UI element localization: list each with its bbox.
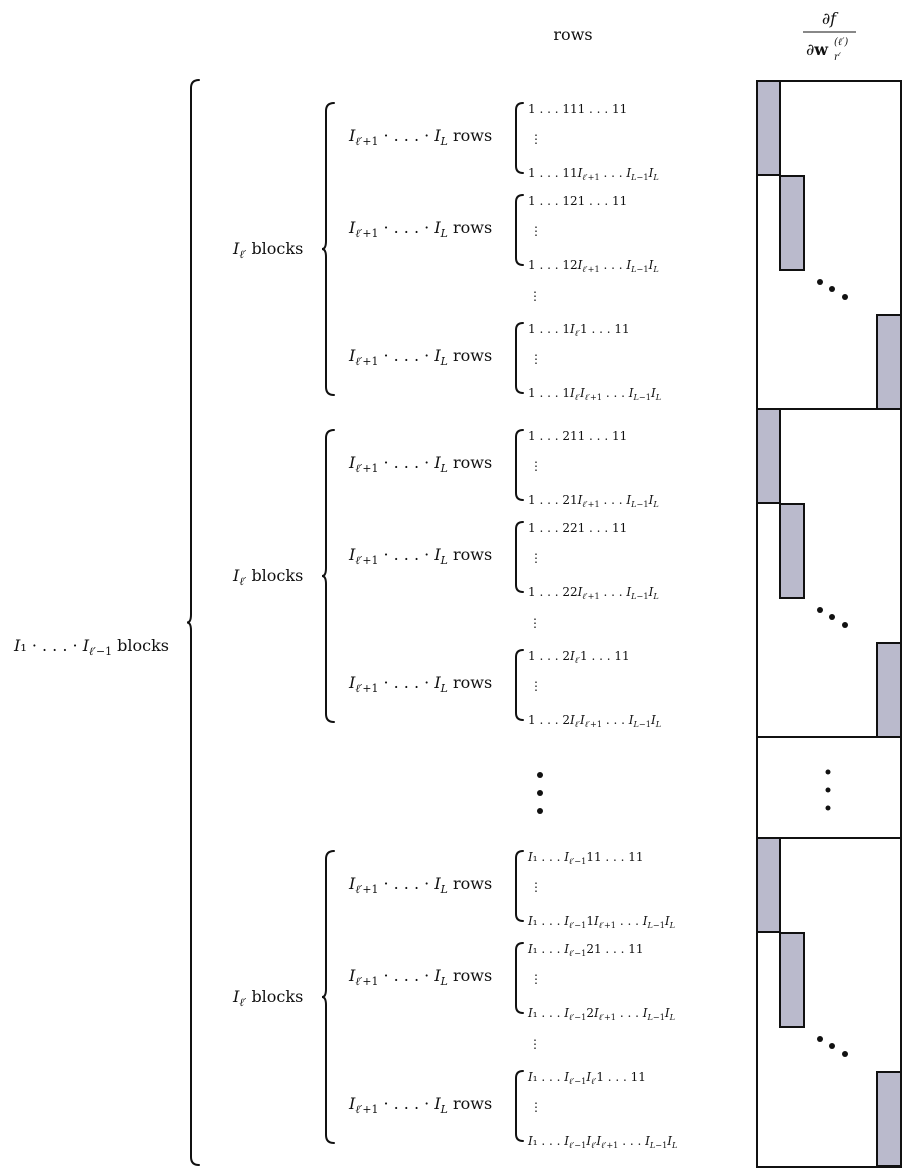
braces-layer <box>186 79 524 1166</box>
sub-rows-label-3-1: Iℓ′+1 · . . . · IL rows <box>348 874 492 896</box>
block-label-2: Iℓ′ blocks <box>232 566 303 588</box>
labels-layer: rows∂f∂w(ℓ′)r′I₁ · . . . · Iℓ′−1 blocksI… <box>13 9 856 1150</box>
matrix-block-2-1 <box>756 408 781 504</box>
row-last-1-2: 1 . . . 12Iℓ′+1 . . . IL−1IL <box>528 258 659 274</box>
derivative-superscript: (ℓ′) <box>834 37 848 48</box>
matrix-block-3-2 <box>779 932 805 1028</box>
matrix-block-2-3 <box>876 642 902 738</box>
row-first-1-1: 1 . . . 111 . . . 11 <box>528 102 627 116</box>
matrix-layer <box>756 80 902 1168</box>
rows-header: rows <box>553 25 592 44</box>
sub-gap-vdots-1: ⋮ <box>529 289 541 303</box>
inner-brace-2-2 <box>514 521 524 593</box>
outer-brace <box>186 79 200 1166</box>
row-first-1-2: 1 . . . 121 . . . 11 <box>528 194 627 208</box>
row-first-2-2: 1 . . . 221 . . . 11 <box>528 521 627 535</box>
inner-brace-3-1 <box>514 850 524 922</box>
sub-rows-label-1-3: Iℓ′+1 · . . . · IL rows <box>348 346 492 368</box>
row-first-2-1: 1 . . . 211 . . . 11 <box>528 429 627 443</box>
matrix-block-3-3 <box>876 1071 902 1167</box>
row-vdots-2-1: ⋮ <box>530 459 542 473</box>
inner-brace-2-1 <box>514 429 524 501</box>
row-last-1-3: 1 . . . 1Iℓ′Iℓ′+1 . . . IL−1IL <box>528 386 661 402</box>
row-vdots-3-1: ⋮ <box>530 880 542 894</box>
matrix-diag-dot-1-2 <box>829 286 835 292</box>
matrix-frame <box>756 80 902 1168</box>
block-label-1: Iℓ′ blocks <box>232 239 303 261</box>
block-brace-2 <box>321 429 335 723</box>
matrix-block-2-2 <box>779 503 805 599</box>
sub-rows-label-3-2: Iℓ′+1 · . . . · IL rows <box>348 966 492 988</box>
sub-rows-label-2-3: Iℓ′+1 · . . . · IL rows <box>348 673 492 695</box>
block-brace-1 <box>321 102 335 396</box>
matrix-diag-dot-1-3 <box>842 294 848 300</box>
row-first-1-3: 1 . . . 1Iℓ′1 . . . 11 <box>528 322 630 338</box>
row-first-2-3: 1 . . . 2Iℓ′1 . . . 11 <box>528 649 630 665</box>
row-vdots-2-2: ⋮ <box>530 551 542 565</box>
inner-brace-1-3 <box>514 322 524 394</box>
matrix-diag-dot-2-2 <box>829 614 835 620</box>
matrix-block-1-1 <box>756 80 781 176</box>
row-last-2-1: 1 . . . 21Iℓ′+1 . . . IL−1IL <box>528 493 659 509</box>
sub-rows-label-1-1: Iℓ′+1 · . . . · IL rows <box>348 126 492 148</box>
matrix-diag-dot-3-1 <box>817 1036 823 1042</box>
group-gap-dot-1 <box>537 772 543 778</box>
row-first-3-3: I₁ . . . Iℓ′−1Iℓ′1 . . . 11 <box>527 1070 646 1086</box>
inner-brace-2-3 <box>514 649 524 721</box>
group-gap-dot-2 <box>537 790 543 796</box>
derivative-numerator: ∂f <box>822 9 839 28</box>
matrix-block-3-1 <box>756 837 781 933</box>
sub-gap-vdots-3: ⋮ <box>529 1037 541 1051</box>
inner-brace-1-2 <box>514 194 524 266</box>
matrix-diag-dot-3-3 <box>842 1051 848 1057</box>
derivative-denominator: ∂w <box>806 40 829 59</box>
row-first-3-2: I₁ . . . Iℓ′−121 . . . 11 <box>527 942 644 958</box>
row-last-2-3: 1 . . . 2Iℓ′Iℓ′+1 . . . IL−1IL <box>528 713 661 729</box>
matrix-diag-dot-2-1 <box>817 607 823 613</box>
row-last-3-2: I₁ . . . Iℓ′−12Iℓ′+1 . . . IL−1IL <box>527 1006 675 1022</box>
row-vdots-3-2: ⋮ <box>530 972 542 986</box>
matrix-diag-dot-1-1 <box>817 279 823 285</box>
block-brace-3 <box>321 850 335 1144</box>
matrix-gap-dot-2 <box>825 787 831 793</box>
row-first-3-1: I₁ . . . Iℓ′−111 . . . 11 <box>527 850 644 866</box>
row-last-3-3: I₁ . . . Iℓ′−1Iℓ′Iℓ′+1 . . . IL−1IL <box>527 1134 677 1150</box>
row-vdots-1-1: ⋮ <box>530 132 542 146</box>
derivative-subscript: r′ <box>834 52 842 63</box>
matrix-gap-dot-1 <box>825 769 831 775</box>
sub-rows-label-1-2: Iℓ′+1 · . . . · IL rows <box>348 218 492 240</box>
sub-rows-label-2-2: Iℓ′+1 · . . . · IL rows <box>348 545 492 567</box>
sub-rows-label-2-1: Iℓ′+1 · . . . · IL rows <box>348 453 492 475</box>
row-vdots-2-3: ⋮ <box>530 679 542 693</box>
row-last-1-1: 1 . . . 11Iℓ′+1 . . . IL−1IL <box>528 166 659 182</box>
row-vdots-3-3: ⋮ <box>530 1100 542 1114</box>
matrix-diag-dot-2-3 <box>842 622 848 628</box>
matrix-block-1-3 <box>876 314 902 410</box>
outer-blocks-label: I₁ · . . . · Iℓ′−1 blocks <box>13 636 169 658</box>
row-vdots-1-3: ⋮ <box>530 352 542 366</box>
sub-rows-label-3-3: Iℓ′+1 · . . . · IL rows <box>348 1094 492 1116</box>
matrix-gap-dot-3 <box>825 805 831 811</box>
inner-brace-3-3 <box>514 1070 524 1142</box>
inner-brace-1-1 <box>514 102 524 174</box>
group-gap-dot-3 <box>537 808 543 814</box>
block-label-3: Iℓ′ blocks <box>232 987 303 1009</box>
inner-brace-3-2 <box>514 942 524 1014</box>
matrix-block-1-2 <box>779 175 805 271</box>
row-vdots-1-2: ⋮ <box>530 224 542 238</box>
sub-gap-vdots-2: ⋮ <box>529 616 541 630</box>
row-last-3-1: I₁ . . . Iℓ′−11Iℓ′+1 . . . IL−1IL <box>527 914 675 930</box>
matrix-diag-dot-3-2 <box>829 1043 835 1049</box>
row-last-2-2: 1 . . . 22Iℓ′+1 . . . IL−1IL <box>528 585 659 601</box>
